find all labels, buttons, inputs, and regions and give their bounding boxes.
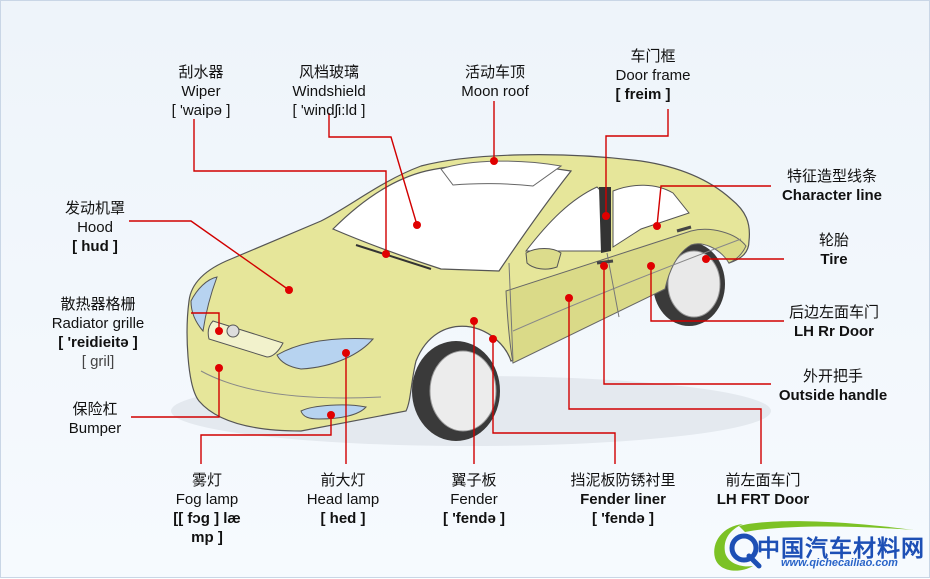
label-fender-zh: 翼子板 bbox=[451, 471, 497, 489]
label-fender-ph: [ 'fendə ] bbox=[443, 510, 505, 527]
label-fog-lamp-zh: 雾灯 bbox=[191, 471, 222, 489]
label-lh-frt-door: 前左面车门 LH FRT Door bbox=[717, 471, 809, 509]
label-hood-en: Hood bbox=[77, 219, 113, 236]
door-seam-rear bbox=[606, 252, 620, 318]
label-outside-handle-zh: 外开把手 bbox=[802, 367, 864, 385]
label-lh-rr-door: 后边左面车门 LH Rr Door bbox=[789, 303, 879, 341]
label-fog-lamp: 雾灯 Fog lamp [[ fɔg ] læ mp ] bbox=[173, 471, 241, 547]
label-radiator-grille-ph: [ 'reidieitə ] bbox=[58, 334, 138, 351]
character-line-crease bbox=[512, 238, 742, 332]
site-logo-name: 中国汽车材料网 bbox=[757, 536, 925, 562]
head-lamp-lens bbox=[276, 338, 375, 370]
label-moon-roof: 活动车顶 Moon roof bbox=[461, 63, 529, 101]
label-character-line-en: Character line bbox=[781, 187, 883, 204]
label-fender: 翼子板 Fender [ 'fendə ] bbox=[443, 471, 505, 528]
label-head-lamp: 前大灯 Head lamp [ hed ] bbox=[307, 471, 380, 528]
label-door-frame-en: Door frame bbox=[615, 67, 691, 84]
leader-lines bbox=[129, 101, 784, 464]
door-seam-front bbox=[508, 262, 514, 362]
front-wheel bbox=[412, 341, 500, 441]
label-wiper: 刮水器 Wiper [ 'waipə ] bbox=[172, 63, 231, 120]
label-lh-rr-door-en: LH Rr Door bbox=[793, 323, 874, 340]
label-fog-lamp-ph: [[ fɔg ] læ bbox=[173, 510, 241, 527]
leader-dots bbox=[215, 157, 710, 419]
label-fender-liner-zh: 挡泥板防锈衬里 bbox=[570, 471, 676, 489]
door-frame-pillar bbox=[599, 187, 611, 253]
label-bumper-en: Bumper bbox=[68, 420, 122, 437]
label-hood: 发动机罩 Hood [ hud ] bbox=[65, 199, 125, 256]
label-bumper-zh: 保险杠 bbox=[72, 400, 118, 418]
label-head-lamp-ph: [ hed ] bbox=[320, 510, 366, 527]
label-character-line: 特征造型线条 Character line bbox=[782, 167, 882, 205]
label-lh-rr-door-zh: 后边左面车门 bbox=[788, 303, 880, 321]
label-fender-liner-ph: [ 'fendə ] bbox=[592, 510, 654, 527]
label-wiper-ph: [ 'waipə ] bbox=[171, 102, 231, 119]
label-radiator-grille-zh: 散热器格栅 bbox=[60, 295, 136, 313]
label-bumper: 保险杠 Bumper bbox=[69, 400, 122, 438]
side-window-rear bbox=[612, 184, 690, 248]
label-head-lamp-en: Head lamp bbox=[306, 491, 380, 508]
label-radiator-grille: 散热器格栅 Radiator grille [ 'reidieitə ] [ g… bbox=[52, 295, 145, 371]
label-fog-lamp-ph2: mp ] bbox=[191, 529, 223, 546]
site-logo-mark bbox=[714, 521, 914, 571]
label-radiator-grille-ph2: [ gril] bbox=[81, 353, 115, 370]
label-lh-frt-door-en: LH FRT Door bbox=[716, 491, 810, 508]
rear-door-handle bbox=[676, 225, 692, 233]
label-moon-roof-zh: 活动车顶 bbox=[464, 63, 526, 81]
moon-roof-panel bbox=[440, 160, 563, 187]
label-fog-lamp-en: Fog lamp bbox=[175, 491, 239, 508]
side-mirror bbox=[525, 248, 562, 270]
label-hood-zh: 发动机罩 bbox=[64, 199, 126, 217]
brand-emblem bbox=[226, 324, 240, 338]
bumper-line bbox=[200, 370, 382, 399]
label-tire-en: Tire bbox=[820, 251, 848, 268]
label-door-frame: 车门框 Door frame [ freim ] bbox=[615, 47, 690, 104]
label-head-lamp-zh: 前大灯 bbox=[320, 471, 366, 489]
label-tire: 轮胎 Tire bbox=[819, 231, 849, 269]
label-hood-ph: [ hud ] bbox=[72, 238, 118, 255]
label-fender-liner: 挡泥板防锈衬里 Fender liner [ 'fendə ] bbox=[570, 471, 675, 528]
label-wiper-zh: 刮水器 bbox=[178, 63, 224, 81]
site-logo-url: www.qichecailiao.com bbox=[781, 557, 898, 569]
label-lh-frt-door-zh: 前左面车门 bbox=[725, 471, 801, 489]
label-windshield-en: Windshield bbox=[292, 83, 366, 100]
side-lamp-lens bbox=[190, 276, 218, 333]
label-windshield: 风档玻璃 Windshield [ 'windʃi:ld ] bbox=[292, 63, 365, 120]
label-door-frame-zh: 车门框 bbox=[630, 47, 676, 65]
label-door-frame-ph: [ freim ] bbox=[615, 86, 671, 103]
car-side-panel bbox=[505, 228, 747, 364]
label-wiper-en: Wiper bbox=[181, 83, 221, 100]
label-tire-zh: 轮胎 bbox=[818, 231, 850, 249]
front-door-handle bbox=[596, 259, 614, 265]
label-character-line-zh: 特征造型线条 bbox=[786, 167, 878, 185]
wiper-blade bbox=[355, 244, 432, 270]
label-moon-roof-en: Moon roof bbox=[461, 83, 529, 100]
label-outside-handle-en: Outside handle bbox=[778, 387, 888, 404]
windshield-glass bbox=[331, 163, 573, 272]
label-outside-handle: 外开把手 Outside handle bbox=[779, 367, 887, 405]
label-windshield-ph: [ 'windʃi:ld ] bbox=[292, 102, 366, 119]
label-fender-liner-en: Fender liner bbox=[580, 491, 666, 508]
label-fender-en: Fender bbox=[450, 491, 498, 508]
label-radiator-grille-en: Radiator grille bbox=[51, 315, 145, 332]
label-windshield-zh: 风档玻璃 bbox=[298, 63, 359, 81]
